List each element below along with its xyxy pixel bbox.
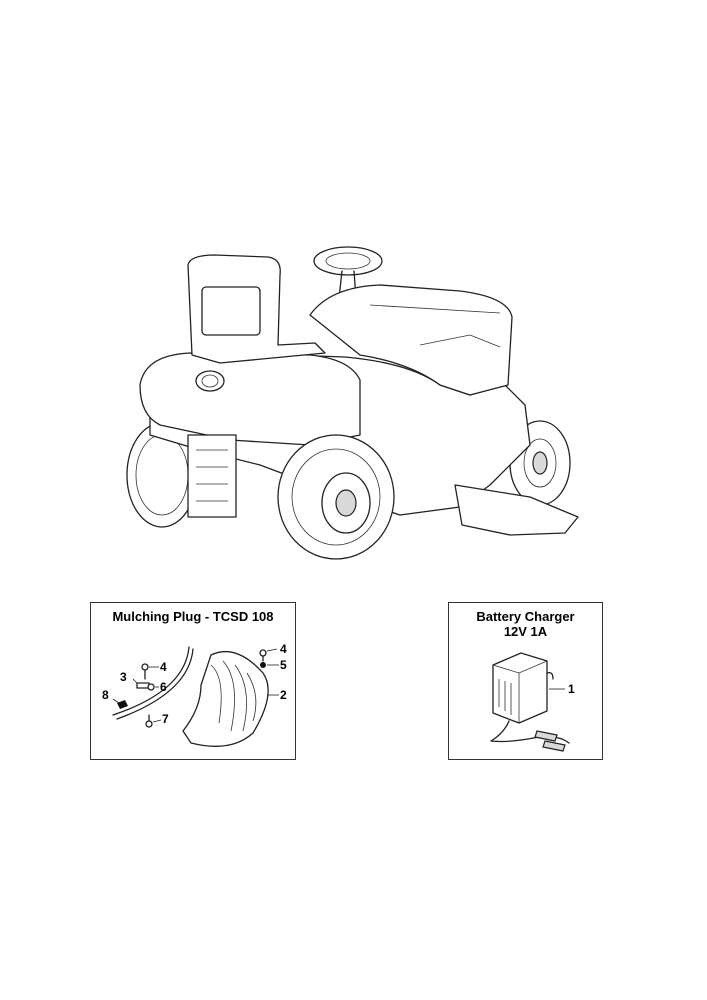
battery-charger-title: Battery Charger: [476, 609, 575, 624]
callout-1: 1: [568, 682, 575, 696]
callout-5: 5: [280, 658, 287, 672]
callout-4-top: 4: [280, 642, 287, 656]
battery-charger-spec: 12V 1A: [503, 624, 548, 639]
rear-panel: [187, 434, 237, 518]
hardware-parts: [117, 649, 267, 728]
bracket-part: [112, 646, 190, 716]
rear-right-wheel: [277, 434, 395, 560]
callout-4-left: 4: [160, 660, 167, 674]
callout-8: 8: [102, 688, 109, 702]
hood: [309, 284, 513, 396]
callout-3: 3: [120, 670, 127, 684]
callout-7: 7: [162, 712, 169, 726]
tractor-illustration: [126, 246, 579, 560]
fuel-cap: [195, 370, 225, 392]
mulching-plug-part: [182, 650, 269, 747]
rear-fender: [139, 352, 361, 446]
battery-charger-box: Battery Charger 12V 1A 1: [448, 602, 603, 760]
mulching-plug-title: Mulching Plug - TCSD 108: [112, 609, 274, 624]
callout-2: 2: [280, 688, 287, 702]
battery-charger-drawing: [490, 652, 570, 752]
callout-6: 6: [160, 680, 167, 694]
charger-cable-clips: [490, 720, 570, 752]
mulching-plug-parts: [112, 646, 279, 747]
discharge-chute: [454, 484, 579, 536]
charger-unit: [492, 652, 554, 724]
mulching-plug-box: Mulching Plug - TCSD 108: [90, 602, 296, 760]
